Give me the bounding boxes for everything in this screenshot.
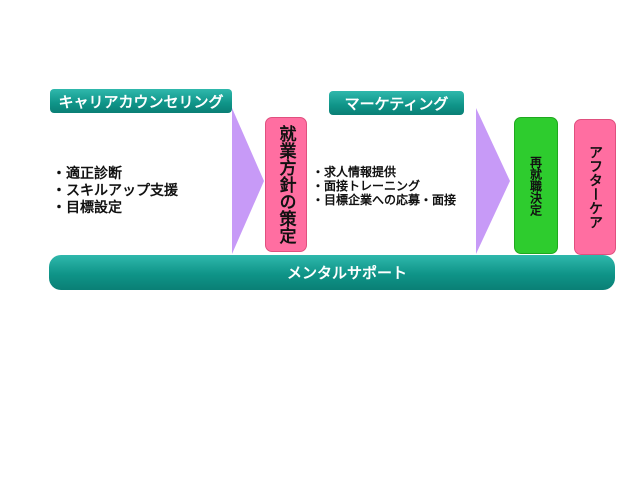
stage2-title: マーケティング bbox=[329, 91, 464, 115]
arrow-1-shape bbox=[232, 108, 264, 254]
mental-support-label: メンタルサポート bbox=[286, 264, 407, 282]
decision1-box: 就業方針の策定 bbox=[265, 117, 307, 252]
mental-support-bar: メンタルサポート bbox=[49, 255, 615, 290]
stage1-item: ・スキルアップ支援 bbox=[52, 183, 178, 199]
stage2-item: ・求人情報提供 bbox=[312, 165, 397, 179]
stage2-list: ・求人情報提供 ・面接トレーニング ・目標企業への応募・面接 bbox=[312, 165, 456, 207]
stage2-item: ・目標企業への応募・面接 bbox=[312, 193, 457, 207]
stage1-item: ・目標設定 bbox=[52, 200, 122, 216]
stage2-panel bbox=[310, 108, 478, 254]
stage1-panel bbox=[44, 108, 236, 254]
stage1-title: キャリアカウンセリング bbox=[50, 89, 232, 113]
arrow-1 bbox=[232, 108, 264, 254]
decision2-box: 再就職決定 bbox=[514, 117, 558, 254]
arrow-2 bbox=[476, 108, 510, 254]
stage1-item: ・適正診断 bbox=[52, 166, 122, 182]
arrow-2-shape bbox=[476, 108, 510, 254]
stage2-item: ・面接トレーニング bbox=[312, 179, 421, 193]
aftercare-box: アフターケア bbox=[574, 119, 616, 255]
stage1-list: ・適正診断 ・スキルアップ支援 ・目標設定 bbox=[52, 166, 178, 217]
